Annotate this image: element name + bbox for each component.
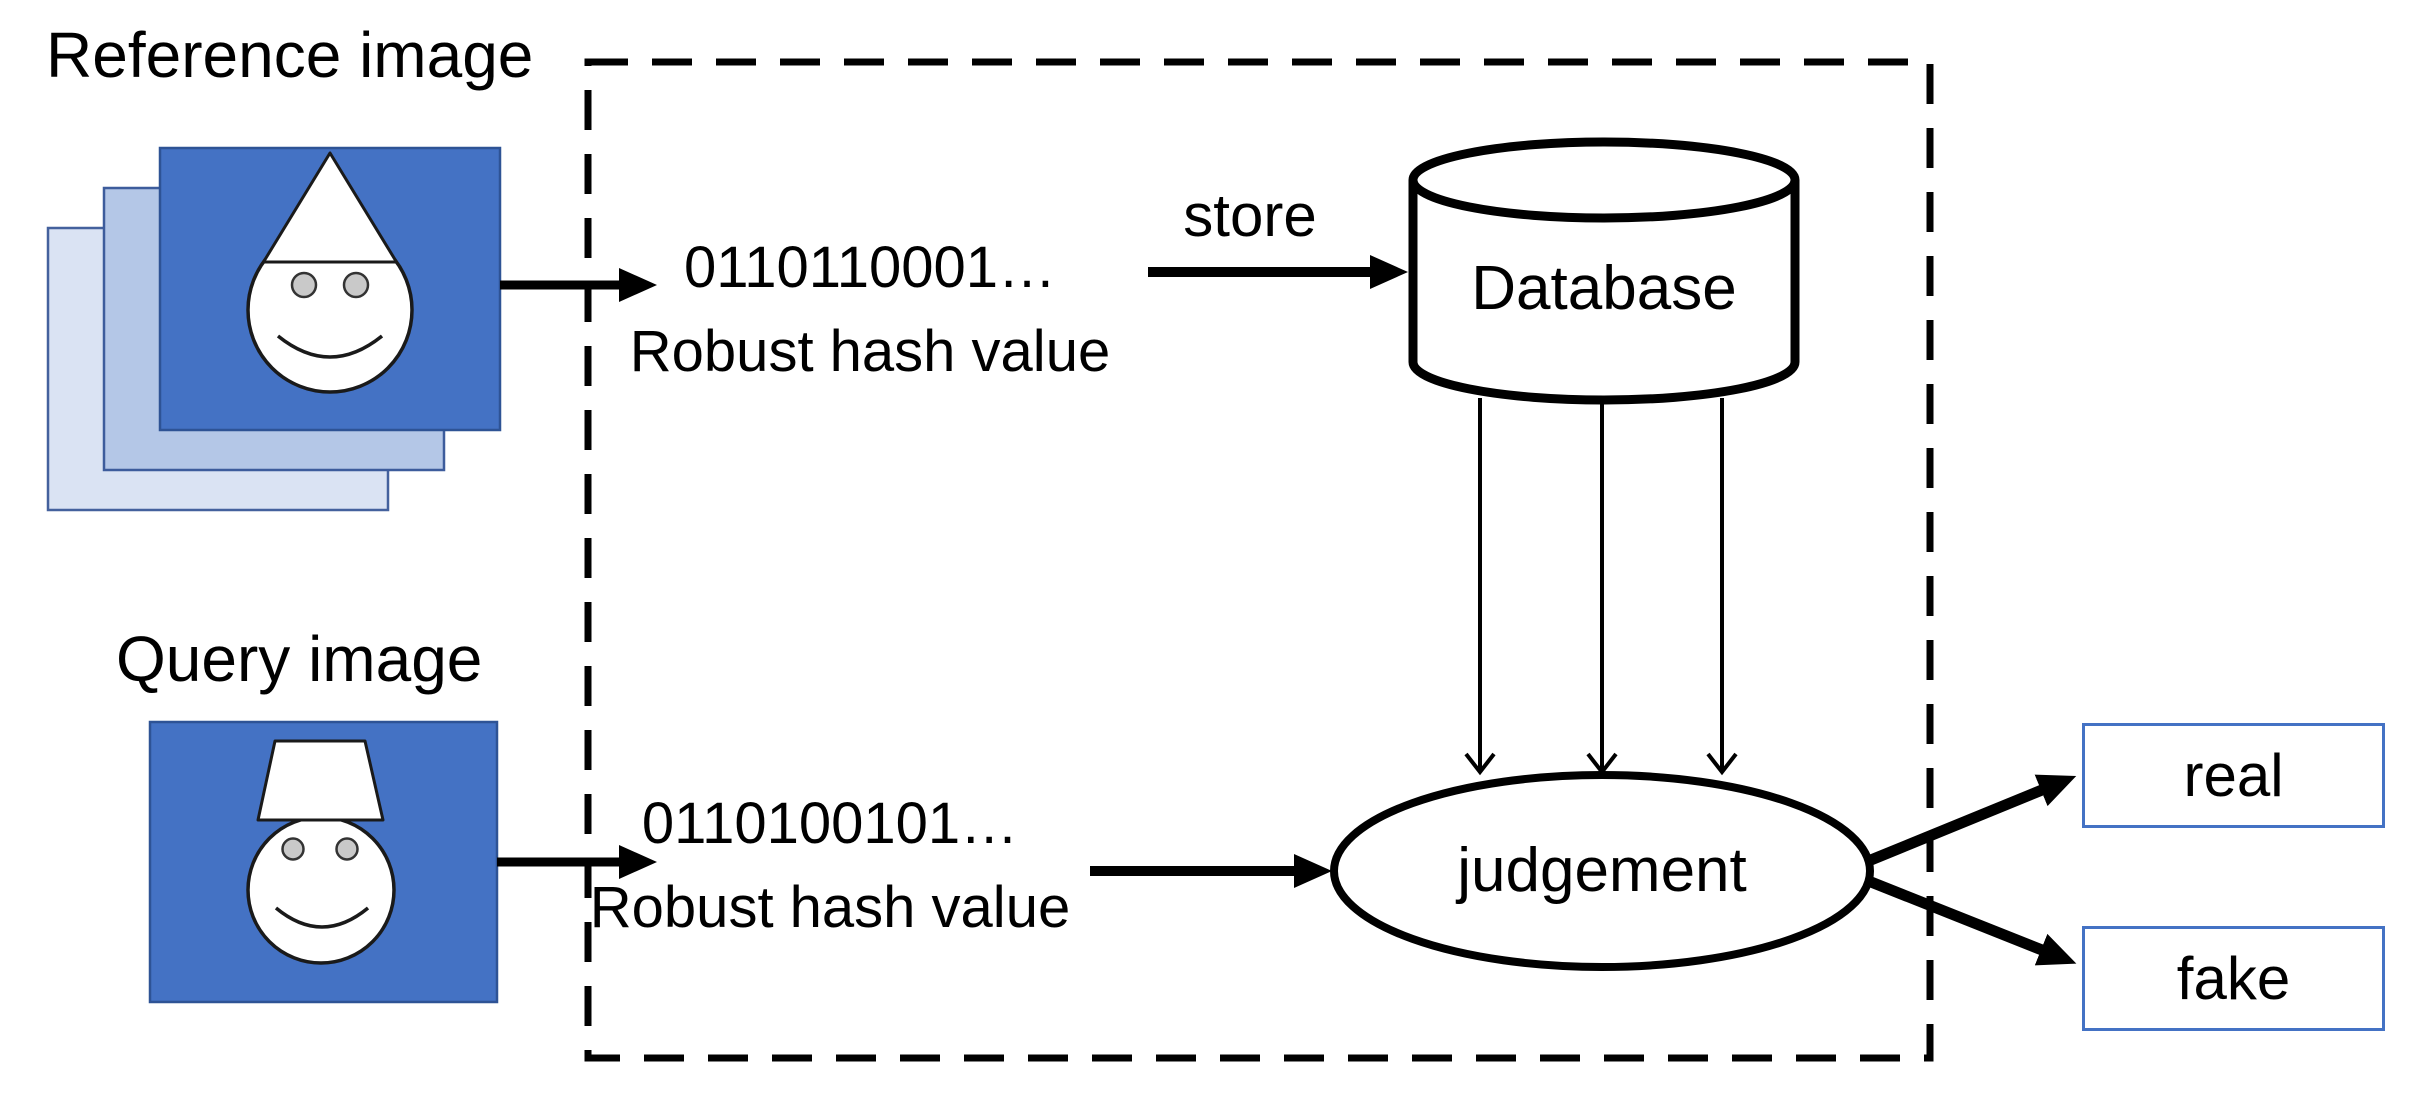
- query-face-head: [246, 815, 396, 965]
- query-hash-caption: Robust hash value: [589, 875, 1071, 940]
- reference-face-right-eye: [342, 271, 370, 299]
- reference-image-stack: [46, 146, 502, 512]
- query-image-thumbnail: [148, 720, 499, 1004]
- query-face: [246, 739, 396, 965]
- real-output-box: real: [2082, 723, 2385, 828]
- reference-face-left-eye: [290, 271, 318, 299]
- query-face-right-eye: [335, 837, 359, 861]
- store-label: store: [1183, 182, 1317, 249]
- system-boundary-box: [584, 58, 1934, 1062]
- reference-face-cone-hat: [262, 151, 398, 264]
- judgement-ellipse: [1330, 771, 1874, 971]
- database-cylinder: [1408, 137, 1800, 405]
- query-hash-block: 0110100101… Robust hash value: [530, 782, 1130, 950]
- query-face-trapezoid-hat: [256, 739, 385, 822]
- reference-face-smile: [276, 334, 384, 359]
- judgement-label: judgement: [1457, 836, 1747, 905]
- fake-output-box: fake: [2082, 926, 2385, 1031]
- reference-image-label: Reference image: [46, 19, 534, 91]
- judgement-to-real-arrow: [1863, 774, 2077, 868]
- reference-hash-value: 0110110001…: [684, 235, 1056, 300]
- real-label: real: [2183, 742, 2284, 809]
- query-face-smile: [274, 906, 370, 929]
- query-image-label: Query image: [116, 623, 483, 695]
- reference-face: [246, 151, 414, 394]
- query-face-left-eye: [281, 837, 305, 861]
- reference-hash-caption: Robust hash value: [629, 319, 1111, 384]
- reference-hash-block: 0110110001… Robust hash value: [570, 226, 1170, 394]
- database-cylinder-top: [1408, 137, 1800, 223]
- judgement-to-fake-arrow: [1863, 874, 2077, 966]
- fake-label: fake: [2176, 945, 2291, 1012]
- query-hash-value: 0110100101…: [641, 791, 1019, 856]
- database-label: Database: [1471, 254, 1737, 323]
